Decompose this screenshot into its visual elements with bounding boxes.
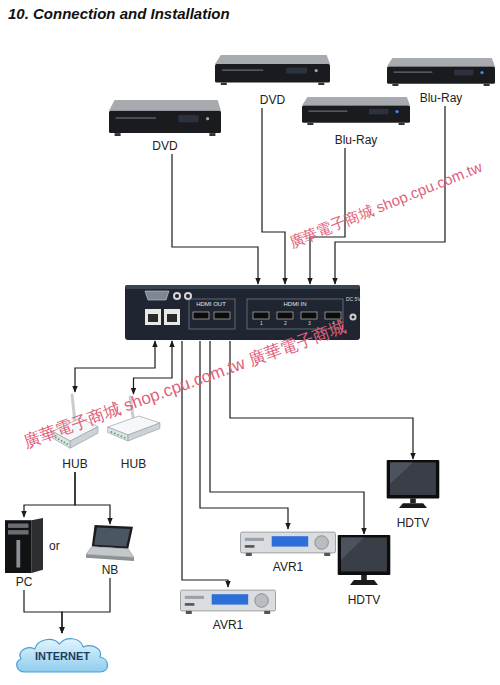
device-caption: PC (3, 575, 45, 589)
diagram-title: 10. Connection and Installation (8, 5, 230, 22)
pc-icon (5, 518, 43, 573)
notebook: NB (84, 525, 136, 577)
hdtv: HDTV (383, 460, 443, 530)
device-caption: Blu-Ray (300, 133, 412, 147)
device-caption: HUB (104, 457, 163, 471)
internet-cloud: INTERNET (13, 634, 112, 674)
connector-arrow (172, 154, 258, 284)
tv-icon (336, 535, 392, 585)
device-caption: HUB (49, 457, 101, 471)
blu-icon (387, 58, 495, 86)
port-number: 4 (332, 321, 335, 327)
port-group-label: HDMI IN (247, 301, 343, 308)
port-group-label: HDMI OUT (191, 301, 231, 308)
nb-icon (86, 525, 134, 561)
hdtv: HDTV (334, 535, 394, 607)
desktop-pc: PC (3, 518, 45, 589)
port-number: 3 (308, 321, 311, 327)
dvd-player: DVD (107, 100, 223, 153)
cloud-label: INTERNET (13, 634, 112, 678)
blu-icon (302, 97, 410, 125)
device-caption: HDTV (383, 516, 443, 530)
connector-arrow (75, 341, 155, 392)
connector-arrow (262, 108, 285, 284)
watermark: 廣華電子商城 shop.cpu.com.tw (286, 158, 484, 251)
dvd-icon (109, 100, 221, 136)
port-number: 2 (284, 321, 287, 327)
bluray-player: Blu-Ray (300, 97, 412, 147)
connector-arrow (62, 578, 110, 633)
device-caption: NB (84, 563, 136, 577)
av-receiver: AVR1 (238, 530, 338, 574)
conjunction-note: or (49, 540, 60, 554)
connector-arrow (24, 590, 62, 633)
dvd-icon (215, 55, 330, 85)
connector-arrow (24, 472, 75, 517)
av-receiver: AVR1 (178, 588, 278, 632)
power-jack-label: DC 5V (346, 297, 361, 303)
device-caption: AVR1 (178, 618, 278, 632)
avr-icon (240, 530, 336, 556)
port-number: 1 (260, 321, 263, 327)
device-caption: AVR1 (238, 560, 338, 574)
tv-icon (385, 460, 441, 508)
connector-arrow (75, 472, 110, 524)
device-caption: HDTV (334, 593, 394, 607)
avr-icon (180, 588, 276, 614)
device-caption: DVD (107, 139, 223, 153)
